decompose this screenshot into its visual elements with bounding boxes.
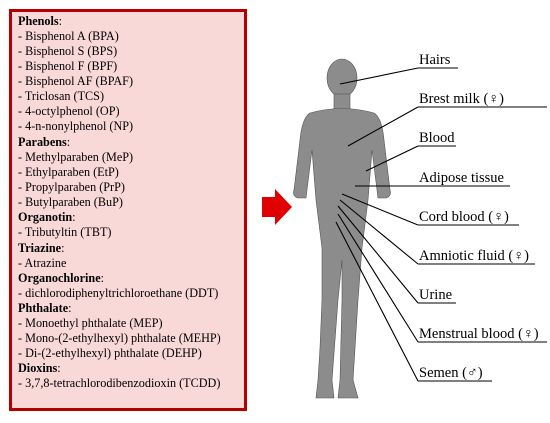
label-menstrual-blood: Menstrual blood (♀) bbox=[419, 326, 539, 342]
chemical-item: - Ethylparaben (EtP) bbox=[18, 164, 119, 179]
chemical-item: - Butylparaben (BuP) bbox=[18, 194, 123, 209]
chemical-item: - Bisphenol AF (BPAF) bbox=[18, 74, 134, 88]
chemical-item: - dichlorodiphenyltrichloroethane (DDT) bbox=[18, 285, 219, 300]
label-urine: Urine bbox=[419, 287, 452, 303]
chemical-group-phthalate: Phthalate:- Monoethyl phthalate (MEP)- M… bbox=[18, 301, 221, 361]
chemical-item: - Mono-(2-ethylhexyl) phthalate (MEHP) bbox=[18, 330, 221, 345]
group-heading: Phthalate: bbox=[18, 300, 72, 315]
connector-lines bbox=[335, 67, 547, 382]
label-amniotic-fluid: Amniotic fluid (♀) bbox=[419, 248, 529, 264]
label-adipose-tissue: Adipose tissue bbox=[419, 170, 504, 186]
chemical-item: - Propylparaben (PrP) bbox=[18, 179, 125, 194]
chemical-item: - 4-octylphenol (OP) bbox=[18, 104, 120, 118]
chemical-item: - Tributyltin (TBT) bbox=[18, 225, 112, 240]
label-hairs: Hairs bbox=[419, 52, 451, 68]
group-heading: Triazine: bbox=[18, 240, 65, 255]
label-cord-blood: Cord blood (♀) bbox=[419, 209, 509, 225]
chemical-item: - Monoethyl phthalate (MEP) bbox=[18, 315, 163, 330]
chemical-item: - Bisphenol A (BPA) bbox=[18, 29, 119, 43]
chemical-item: - Bisphenol S (BPS) bbox=[18, 44, 118, 58]
chemical-list-panel: Phenols:- Bisphenol A (BPA)- Bisphenol S… bbox=[9, 9, 247, 411]
chemical-group-parabens: Parabens:- Methylparaben (MeP)- Ethylpar… bbox=[18, 135, 133, 210]
label-breast-milk: Brest milk (♀) bbox=[419, 91, 504, 107]
group-heading: Dioxins: bbox=[18, 361, 61, 376]
chemical-group-organochlorine: Organochlorine:- dichlorodiphenyltrichlo… bbox=[18, 271, 218, 301]
group-heading: Organochlorine: bbox=[18, 270, 104, 285]
group-heading: Organotin: bbox=[18, 210, 76, 225]
chemical-item: - 3,7,8-tetrachlorodibenzodioxin (TCDD) bbox=[18, 376, 221, 391]
group-heading: Parabens: bbox=[18, 134, 71, 149]
body-labels: Hairs Brest milk (♀) Blood Adipose tissu… bbox=[419, 52, 539, 381]
chemical-item: - Bisphenol F (BPF) bbox=[18, 59, 118, 73]
human-silhouette bbox=[293, 58, 391, 399]
label-semen: Semen (♂) bbox=[419, 365, 483, 381]
chemical-item: - Di-(2-ethylhexyl) phthalate (DEHP) bbox=[18, 345, 202, 360]
label-blood: Blood bbox=[419, 130, 455, 146]
chemical-item: - Triclosan (TCS) bbox=[18, 89, 104, 103]
chemical-group-triazine: Triazine:- Atrazine bbox=[18, 241, 66, 271]
chemical-group-organotin: Organotin:- Tributyltin (TBT) bbox=[18, 210, 111, 240]
chemical-group-phenols: Phenols:- Bisphenol A (BPA)- Bisphenol S… bbox=[18, 14, 133, 134]
chemical-item: - 4-n-nonylphenol (NP) bbox=[18, 119, 134, 133]
chemical-item: - Methylparaben (MeP) bbox=[18, 149, 134, 164]
exposure-arrow bbox=[262, 189, 292, 225]
group-heading: Phenols: bbox=[18, 14, 63, 28]
chemical-item: - Atrazine bbox=[18, 255, 67, 270]
chemical-group-dioxins: Dioxins:- 3,7,8-tetrachlorodibenzodioxin… bbox=[18, 361, 220, 391]
